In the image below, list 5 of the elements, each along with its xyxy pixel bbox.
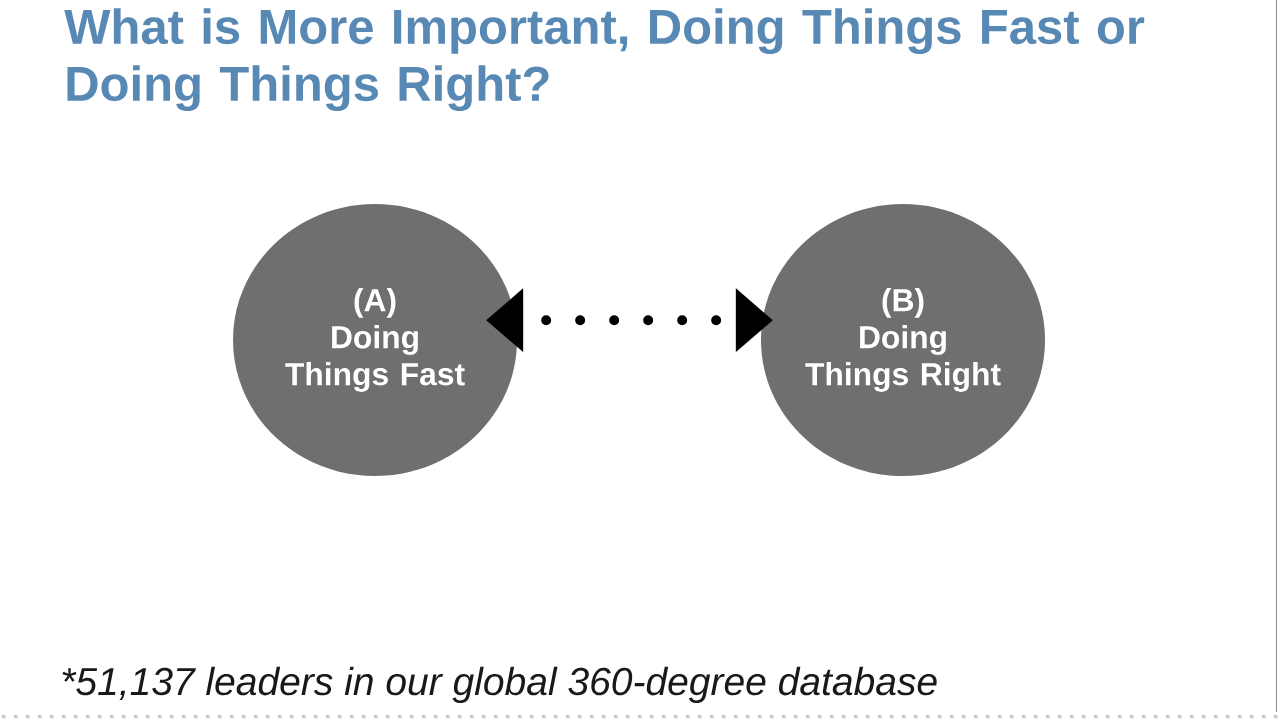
title: What is More Important, Doing Things Fast or Doing Things Right? bbox=[64, 8, 1145, 112]
circle-node: (B) Doing Things Right bbox=[761, 204, 1045, 476]
footnote: *51,137 leaders in our global 360-degree database bbox=[62, 666, 937, 704]
circle-node: (A) Doing Things Fast bbox=[233, 204, 517, 476]
double-arrow bbox=[486, 288, 773, 353]
